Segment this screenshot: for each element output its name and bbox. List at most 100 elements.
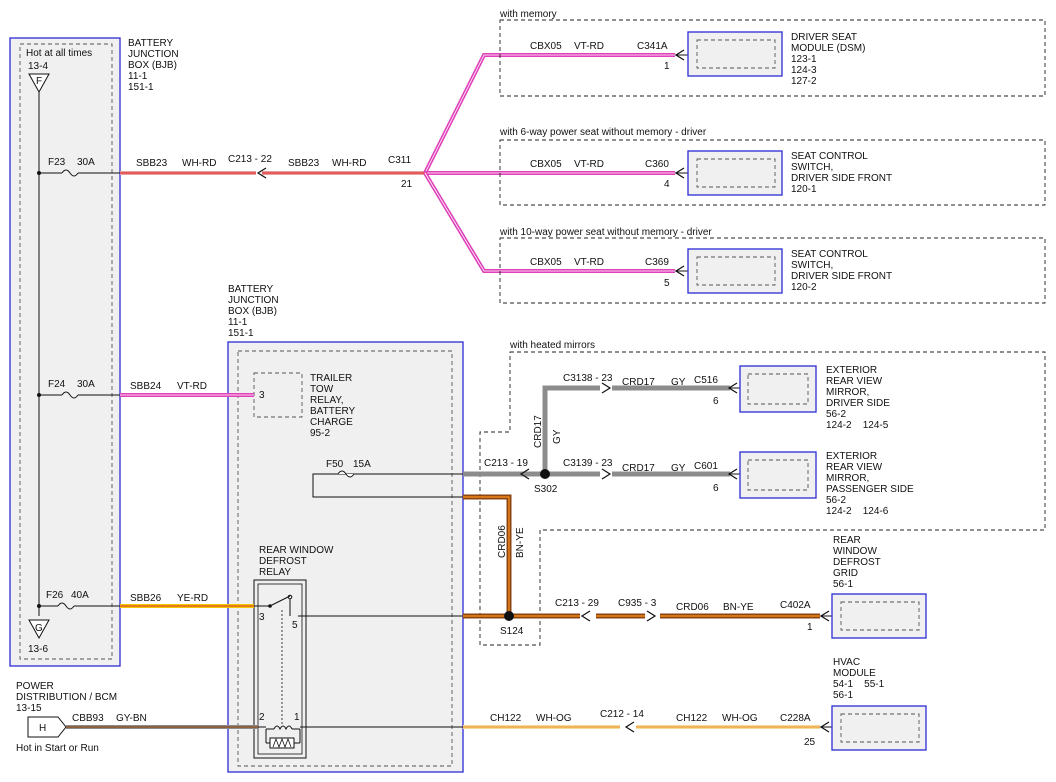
fuse-f26-rating: 40A [71, 590, 89, 601]
fuse-f50-icon [337, 470, 355, 478]
c311-label: C311 [388, 155, 412, 166]
c369-label: C369 [645, 257, 669, 268]
h-terminal-label: H [39, 723, 46, 734]
svg-text:VT-RD: VT-RD [177, 381, 207, 392]
wire-cbb93: CBB93 GY-BN [66, 713, 266, 729]
svg-text:DRIVER SIDE FRONT: DRIVER SIDE FRONT [791, 173, 892, 184]
svg-text:CH122: CH122 [490, 713, 522, 724]
svg-text:HVAC: HVAC [833, 657, 860, 668]
fuse-f23: F23 30A [37, 157, 120, 177]
fuse-f26-icon [57, 602, 75, 610]
fuse-f26: F26 40A [37, 590, 120, 610]
svg-text:GRID: GRID [833, 568, 858, 579]
svg-text:CRD06: CRD06 [676, 602, 709, 613]
s124-splice [504, 611, 514, 621]
c360-label: C360 [645, 159, 669, 170]
sbb23-circuit-b: SBB23 [288, 158, 320, 169]
svg-text:CRD17: CRD17 [622, 463, 655, 474]
svg-text:WH-OG: WH-OG [722, 713, 758, 724]
bjb-bottom-term: G [35, 623, 43, 634]
svg-text:BATTERY: BATTERY [128, 38, 174, 49]
svg-text:13-15: 13-15 [16, 703, 42, 714]
c360-pin: 4 [664, 179, 670, 190]
c228a-pin: 25 [804, 737, 816, 748]
option-10way-box [499, 237, 1046, 304]
c3139-arrow-icon [601, 468, 612, 480]
wire-sbb26: SBB26 YE-RD [120, 593, 270, 608]
wire-crd06: S124 C213 - 29 C935 - 3 CRD06 BN-YE C402… [298, 494, 832, 637]
svg-text:CBX05: CBX05 [530, 159, 562, 170]
svg-text:SBB24: SBB24 [130, 381, 162, 392]
svg-text:BN-YE: BN-YE [723, 602, 754, 613]
svg-text:120-2: 120-2 [791, 282, 817, 293]
svg-text:PASSENGER SIDE: PASSENGER SIDE [826, 484, 914, 495]
cbx05-branches [423, 49, 688, 277]
option-heated-mirrors-label: with heated mirrors [509, 340, 595, 351]
hvac-module: HVAC MODULE 54-1 55-1 56-1 [831, 657, 927, 751]
sbb23-circuit-a: SBB23 [136, 158, 168, 169]
svg-text:BATTERY: BATTERY [228, 284, 274, 295]
c516-pin: 6 [713, 396, 719, 407]
s302-splice [540, 469, 550, 479]
svg-text:CBX05: CBX05 [530, 41, 562, 52]
sbb23-color-a: WH-RD [182, 158, 216, 169]
option-6way-box [499, 139, 1046, 206]
bjb-center-inner [237, 350, 453, 767]
trailer-relay-pin: 3 [259, 390, 265, 401]
svg-text:5: 5 [292, 620, 298, 631]
fuse-f23-name: F23 [48, 157, 66, 168]
svg-text:56-2: 56-2 [826, 495, 846, 506]
c341a-pin: 1 [664, 61, 670, 72]
svg-text:WINDOW: WINDOW [833, 546, 877, 557]
svg-text:TRAILER: TRAILER [310, 373, 352, 384]
crd06-vertical-circuit: CRD06 [497, 525, 508, 558]
dsm-component: DRIVER SEAT MODULE (DSM) 123-1 124-3 127… [687, 31, 865, 87]
option-10way-label: with 10-way power seat without memory - … [499, 227, 712, 238]
fuse-f50-name: F50 [326, 459, 344, 470]
bjb-top-term: F [36, 76, 42, 87]
bjb-center-outline [227, 341, 464, 773]
c213-19-label: C213 - 19 [484, 458, 528, 469]
wire-sbb24: SBB24 VT-RD [120, 381, 254, 397]
c516-label: C516 [694, 375, 718, 386]
exterior-mirror-passenger: EXTERIOR REAR VIEW MIRROR, PASSENGER SID… [739, 451, 914, 517]
c402a-pin: 1 [807, 622, 813, 633]
bjb-top-ref: 13-4 [28, 61, 48, 72]
h-terminal-icon [27, 716, 67, 738]
crd17-vertical-circuit: CRD17 [533, 415, 544, 448]
c402a-label: C402A [780, 600, 811, 611]
svg-text:VT-RD: VT-RD [574, 41, 604, 52]
svg-text:REAR VIEW: REAR VIEW [826, 376, 883, 387]
svg-text:CBB93: CBB93 [72, 713, 104, 724]
svg-text:REAR: REAR [833, 535, 861, 546]
c935-3-label: C935 - 3 [618, 598, 657, 609]
c213-29-label: C213 - 29 [555, 598, 599, 609]
bjb-left-inner [19, 43, 113, 660]
power-distribution-bcm: POWER DISTRIBUTION / BCM 13-15 H Hot in … [16, 681, 117, 754]
svg-text:SWITCH,: SWITCH, [791, 260, 833, 271]
c311-pin: 21 [401, 179, 413, 190]
c369-arrow-icon [674, 265, 685, 277]
svg-text:CRD17: CRD17 [622, 377, 655, 388]
c212-14-label: C212 - 14 [600, 709, 644, 720]
rear-window-defrost-relay: REAR WINDOW DEFROST RELAY 3 5 2 1 [253, 545, 334, 759]
svg-text:DRIVER SIDE FRONT: DRIVER SIDE FRONT [791, 271, 892, 282]
fuse-f50: F50 15A [312, 459, 463, 498]
c212-14-arrow-icon [624, 721, 635, 733]
svg-text:GY: GY [671, 463, 686, 474]
option-memory-box [499, 19, 1046, 97]
fuse-f50-rating: 15A [353, 459, 371, 470]
exterior-mirror-driver: EXTERIOR REAR VIEW MIRROR, DRIVER SIDE 5… [739, 365, 890, 431]
relay-coil-icon [273, 725, 293, 731]
svg-text:GY: GY [671, 377, 686, 388]
svg-text:CHARGE: CHARGE [310, 417, 353, 428]
svg-text:SWITCH,: SWITCH, [791, 162, 833, 173]
svg-text:REAR WINDOW: REAR WINDOW [259, 545, 334, 556]
s302-label: S302 [534, 484, 558, 495]
svg-text:SEAT CONTROL: SEAT CONTROL [791, 151, 868, 162]
svg-text:56-2: 56-2 [826, 409, 846, 420]
fuse-f24-icon [61, 391, 79, 399]
fuse-f23-icon [61, 169, 79, 177]
c601-pin: 6 [713, 483, 719, 494]
rear-window-defrost-grid: REAR WINDOW DEFROST GRID 56-1 [831, 535, 927, 639]
